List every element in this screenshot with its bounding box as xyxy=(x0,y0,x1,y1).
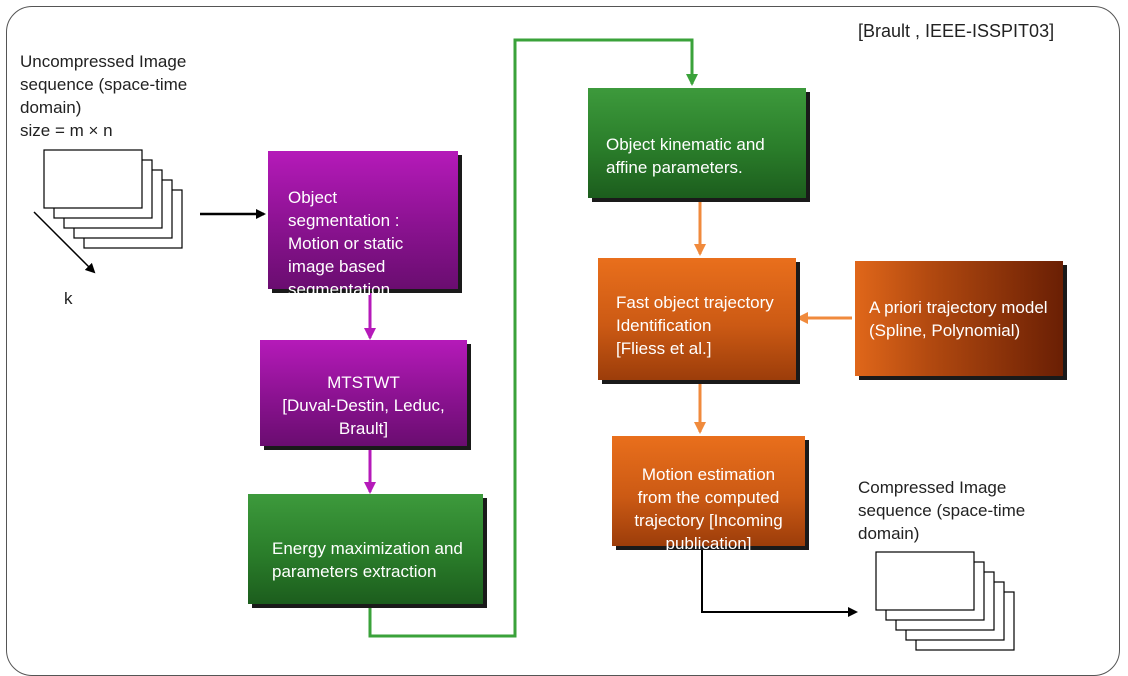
segmentation-label: Object segmentation : Motion or static i… xyxy=(288,188,404,299)
energy-to-kinematic-arrow xyxy=(368,38,698,638)
citation: [Brault , IEEE-ISSPIT03] xyxy=(858,21,1055,41)
mtstwt-label: MTSTWT [Duval-Destin, Leduc, Brault] xyxy=(282,373,445,438)
motion-box: Motion estimation from the computed traj… xyxy=(612,436,805,553)
trajectory-box: Fast object trajectory Identification [F… xyxy=(598,258,796,380)
kinematic-box: Object kinematic and affine parameters. xyxy=(588,88,806,198)
motion-label: Motion estimation from the computed traj… xyxy=(634,465,783,553)
segmentation-box: Object segmentation : Motion or static i… xyxy=(268,151,458,299)
input-frame-stack xyxy=(43,149,183,249)
time-axis-arrow xyxy=(33,211,96,274)
input-caption: Uncompressed Image sequence (space-time … xyxy=(20,52,188,140)
energy-box: Energy maximization and parameters extra… xyxy=(248,494,483,604)
output-frame-stack xyxy=(875,551,1015,651)
energy-label: Energy maximization and parameters extra… xyxy=(272,539,463,581)
connector-arrows xyxy=(33,38,858,638)
output-caption: Compressed Image sequence (space-time do… xyxy=(858,478,1026,543)
time-axis-label: k xyxy=(64,289,73,308)
kinematic-label: Object kinematic and affine parameters. xyxy=(606,135,765,177)
trajectory-label: Fast object trajectory Identification [F… xyxy=(616,293,774,358)
priori-box: A priori trajectory model (Spline, Polyn… xyxy=(855,261,1063,376)
motion-to-output-arrow xyxy=(701,546,858,617)
frame-5 xyxy=(875,551,975,611)
mtstwt-box: MTSTWT [Duval-Destin, Leduc, Brault] xyxy=(260,340,467,446)
frame-5 xyxy=(43,149,143,209)
priori-label: A priori trajectory model (Spline, Polyn… xyxy=(869,298,1048,340)
